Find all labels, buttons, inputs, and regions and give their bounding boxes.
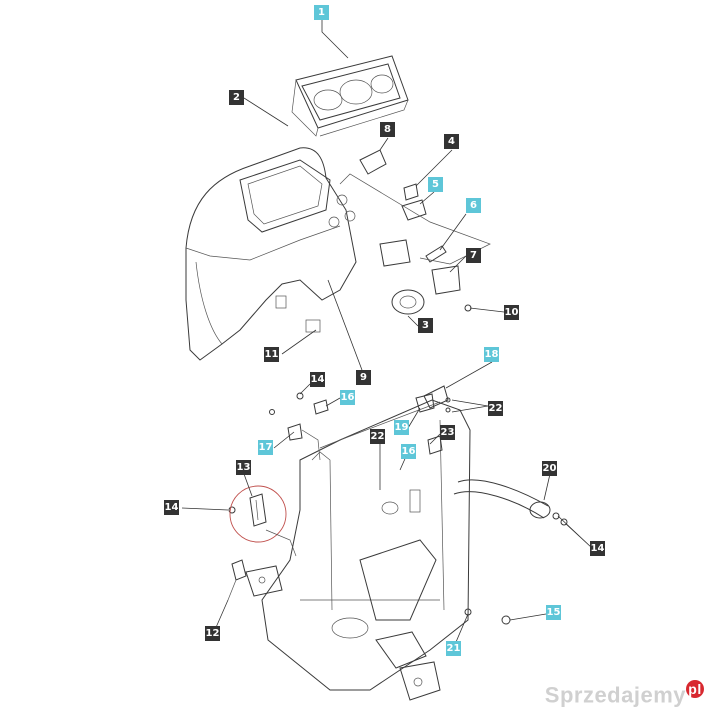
leader-lines xyxy=(181,20,593,643)
callout-14: 14 xyxy=(590,541,605,556)
callout-3: 3 xyxy=(418,318,433,333)
callout-23: 23 xyxy=(440,425,455,440)
lower-frame xyxy=(245,399,471,701)
dashboard-housing xyxy=(185,147,357,361)
upper-bracket xyxy=(319,385,451,455)
callout-15: 15 xyxy=(546,605,561,620)
callout-20: 20 xyxy=(542,461,557,476)
callout-18: 18 xyxy=(484,347,499,362)
callout-10: 10 xyxy=(504,305,519,320)
callout-2: 2 xyxy=(229,90,244,105)
callout-16: 16 xyxy=(340,390,355,405)
switch-parts xyxy=(339,149,491,315)
callout-14: 14 xyxy=(164,500,179,515)
callout-19: 19 xyxy=(394,420,409,435)
instrument-cluster xyxy=(291,55,409,137)
callout-22: 22 xyxy=(370,429,385,444)
callout-14: 14 xyxy=(310,372,325,387)
callout-5: 5 xyxy=(428,177,443,192)
callout-6: 6 xyxy=(466,198,481,213)
watermark-suffix: pl xyxy=(686,679,704,698)
callout-22: 22 xyxy=(488,401,503,416)
callout-11: 11 xyxy=(264,347,279,362)
callout-16: 16 xyxy=(401,444,416,459)
callout-8: 8 xyxy=(380,122,395,137)
watermark-text: Sprzedajemy xyxy=(544,682,686,707)
callout-7: 7 xyxy=(466,248,481,263)
brake-switch xyxy=(227,485,297,601)
callout-12: 12 xyxy=(205,626,220,641)
callout-9: 9 xyxy=(356,370,371,385)
callout-1: 1 xyxy=(314,5,329,20)
shaft xyxy=(453,479,568,526)
callout-13: 13 xyxy=(236,460,251,475)
callout-17: 17 xyxy=(258,440,273,455)
callout-21: 21 xyxy=(446,641,461,656)
callout-4: 4 xyxy=(444,134,459,149)
